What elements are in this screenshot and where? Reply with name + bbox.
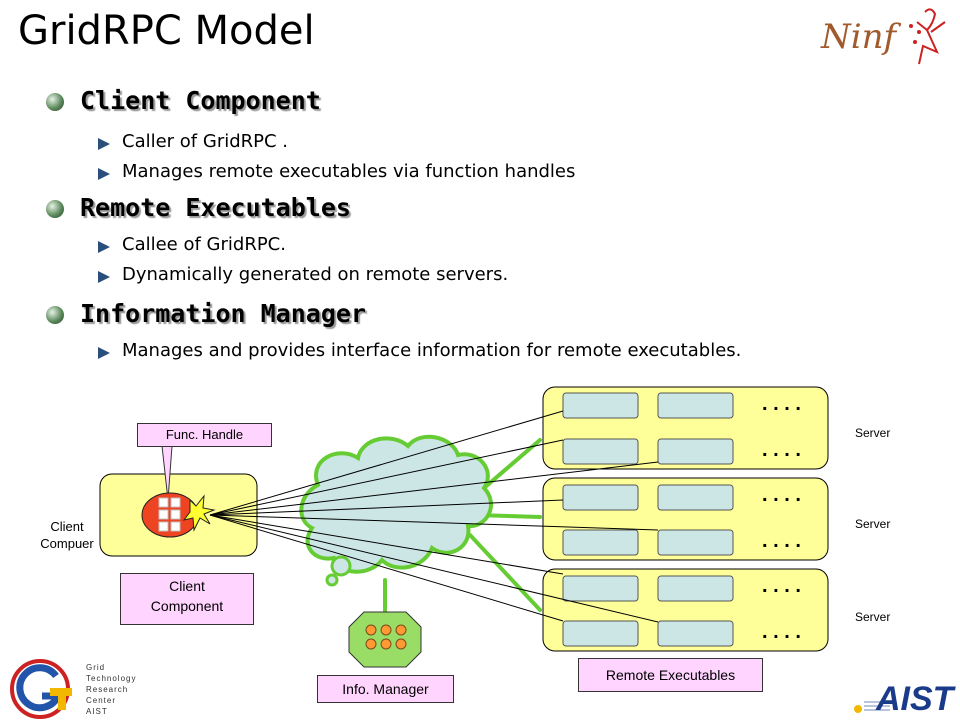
- ellipsis: . . . .: [762, 484, 801, 506]
- sub-bullet-icon: [98, 168, 110, 180]
- server-label: Server: [855, 426, 890, 440]
- section-title-client-component: Client Component: [80, 86, 321, 115]
- gtrc-line: Center: [86, 696, 117, 705]
- remote-executable: [657, 620, 734, 647]
- section-item: Dynamically generated on remote servers.: [122, 264, 509, 285]
- client-computer-label-line: Client: [50, 519, 84, 534]
- spark-icon: [182, 494, 216, 532]
- section-item: Manages remote executables via function …: [122, 161, 576, 182]
- sub-bullet-icon: [98, 271, 110, 283]
- server-label: Server: [855, 517, 890, 531]
- ellipsis: . . . .: [762, 575, 801, 597]
- remote-executable: [657, 438, 734, 465]
- func-handle-label: Func. Handle: [137, 423, 272, 447]
- gtrc-logo: [4, 658, 134, 720]
- info-manager-label: Info. Manager: [317, 675, 454, 703]
- ellipsis: . . . .: [762, 393, 801, 415]
- remote-executable: [657, 484, 734, 511]
- gtrc-line: Research: [86, 685, 129, 694]
- section-item: Callee of GridRPC.: [122, 234, 286, 255]
- client-component-label-line: Component: [150, 598, 224, 614]
- gtrc-logo-text: Grid Technology Research Center AIST: [86, 662, 136, 717]
- remote-executables-label: Remote Executables: [578, 658, 763, 692]
- gtrc-line: Grid: [86, 663, 106, 672]
- ninf-logo-text: Ninf: [820, 17, 902, 57]
- client-component-label: Client Component: [120, 573, 254, 625]
- ninf-logo: Ninf: [815, 2, 955, 74]
- aist-logo: AIST: [850, 672, 958, 718]
- section-bullet-icon: [46, 93, 64, 111]
- remote-executable: [657, 575, 734, 602]
- slide-title: GridRPC Model: [18, 8, 315, 54]
- aist-logo-text: AIST: [875, 680, 957, 718]
- section-bullet-icon: [46, 306, 64, 324]
- ellipsis: . . . .: [762, 530, 801, 552]
- sub-bullet-icon: [98, 241, 110, 253]
- section-item: Caller of GridRPC .: [122, 131, 289, 152]
- remote-executable: [657, 392, 734, 419]
- remote-executable: [562, 484, 639, 511]
- sub-bullet-icon: [98, 347, 110, 359]
- remote-executable: [562, 620, 639, 647]
- ellipsis: . . . .: [762, 439, 801, 461]
- ellipsis: . . . .: [762, 621, 801, 643]
- section-title-remote-executables: Remote Executables: [80, 193, 351, 222]
- gtrc-line: Technology: [86, 674, 137, 683]
- client-computer-label-line: Compuer: [40, 536, 94, 551]
- server-label: Server: [855, 610, 890, 624]
- section-item: Manages and provides interface informati…: [122, 340, 742, 361]
- remote-executable: [562, 392, 639, 419]
- section-title-information-manager: Information Manager: [80, 299, 366, 328]
- client-component-label-line: Client: [169, 578, 205, 594]
- network-link: [468, 533, 542, 612]
- remote-executable: [562, 438, 639, 465]
- remote-executable: [562, 575, 639, 602]
- sub-bullet-icon: [98, 138, 110, 150]
- gtrc-line: AIST: [86, 707, 108, 716]
- remote-executable: [562, 529, 639, 556]
- client-computer-label: Client Compuer: [28, 518, 106, 552]
- section-bullet-icon: [46, 200, 64, 218]
- remote-executable: [657, 529, 734, 556]
